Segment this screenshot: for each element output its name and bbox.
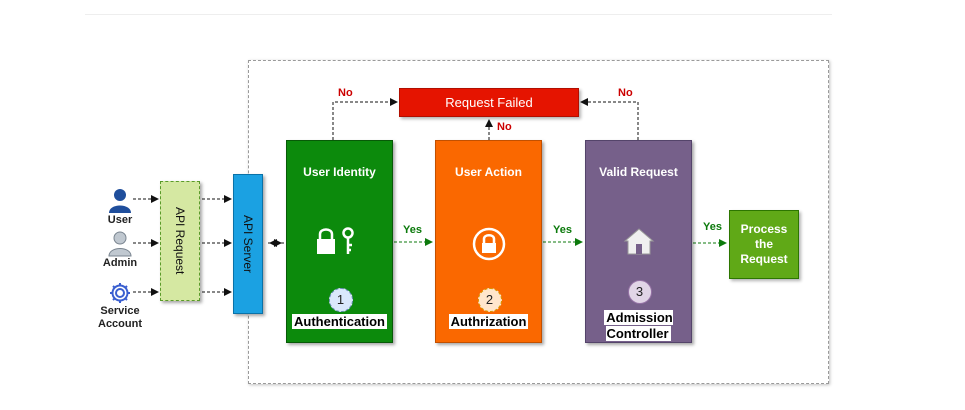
api-request-label: API Request [173,207,187,275]
edge-label-yes-valid: Yes [703,221,722,233]
edge-valid-failed [580,98,639,140]
actor-admin: Admin [100,231,140,269]
request-failed-label: Request Failed [445,95,533,110]
step-number-1: 1 [328,288,353,312]
actor-service-account: Service Account [90,281,150,331]
process-request-label: Process the Request [740,222,788,266]
house-icon [623,228,655,255]
stage-label-authorization: Authrization [448,314,529,329]
edge-label-no-valid: No [618,87,633,99]
actor-label-user: User [107,214,133,226]
edge-label-yes-auth: Yes [403,224,422,236]
stage-authentication: User Identity 1 Authentication [286,140,393,343]
stage-title-user-identity: User Identity [303,165,376,179]
stage-authorization: User Action 2 Authrization [435,140,542,343]
edge-label-no-auth: No [338,87,353,99]
step-number-3: 3 [627,280,652,304]
request-failed-box: Request Failed [399,88,579,117]
step-number-2: 2 [477,288,502,312]
edge-label-no-action: No [497,121,512,133]
admin-icon [108,231,132,257]
edge-auth-failed [332,98,398,140]
gear-icon [110,283,130,303]
top-divider [85,14,832,15]
stage-label-admission-controller: Admission Controller [604,310,673,341]
lock-circle-icon [472,227,506,261]
stage-admission-controller: Valid Request 3 Admission Controller [585,140,692,343]
lock-key-icon [317,227,354,254]
process-request-box: Process the Request [729,210,799,279]
actor-user: User [100,188,140,226]
stage-title-valid-request: Valid Request [599,165,678,179]
api-request-box: API Request [160,181,200,301]
stage-title-user-action: User Action [455,165,522,179]
api-server-label: API Server [241,214,255,274]
stage-label-authentication: Authentication [292,314,387,329]
actor-label-service-account: Service Account [98,305,142,330]
edge-label-yes-action: Yes [553,224,572,236]
api-server-box: API Server [233,174,263,314]
user-icon [109,189,131,213]
actor-label-admin: Admin [102,257,138,269]
